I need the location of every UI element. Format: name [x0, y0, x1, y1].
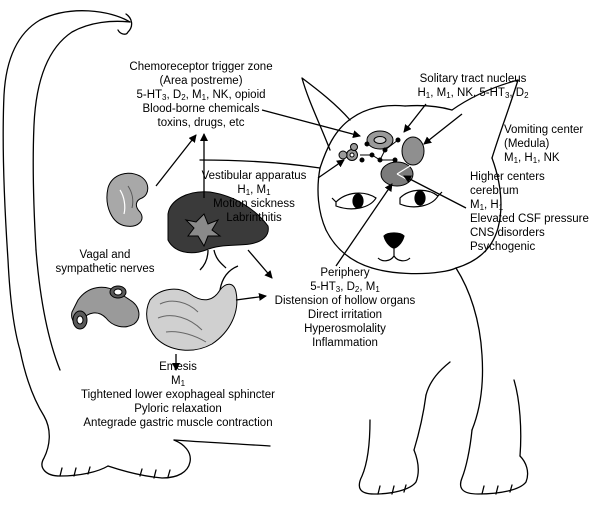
- label-line: Vagal and: [79, 249, 131, 261]
- label-line: (Area postreme): [159, 75, 243, 87]
- label-line: H1, M1: [237, 184, 271, 197]
- label-line: sympathetic nerves: [55, 263, 155, 275]
- label-line: Periphery: [320, 267, 370, 279]
- liver: [167, 191, 269, 254]
- label-line: Distension of hollow organs: [274, 295, 416, 307]
- label-line: H1, M1, NK, 5-HT3, D2: [417, 87, 529, 100]
- label-line: Hyperosmolality: [304, 323, 386, 335]
- label-line: Direct irritation: [307, 309, 383, 321]
- kidney: [106, 172, 149, 227]
- brain-lobe-2: [401, 136, 425, 166]
- cat-face: [331, 189, 443, 262]
- label-line: Labrinthitis: [226, 212, 282, 224]
- arrow-kidney-to-ctz: [155, 134, 197, 187]
- label-line: Blood-borne chemicals: [142, 103, 260, 115]
- cat-head: [319, 104, 406, 169]
- label-chemoreceptor-trigger-zone: Chemoreceptor trigger zone (Area postreme…: [96, 60, 306, 130]
- label-line: cerebrum: [470, 185, 519, 197]
- cat-front-leg-left: [358, 419, 419, 495]
- cat-chest: [455, 267, 484, 431]
- label-line: M1, H1, NK: [504, 152, 560, 165]
- label-vomiting-center: Vomiting center (Medula) M1, H1, NK: [504, 123, 583, 165]
- organs: [71, 172, 269, 351]
- label-line: Antegrade gastric muscle contraction: [83, 417, 273, 429]
- arrow-vomiting-to-brain: [423, 113, 463, 145]
- cat-ear-right: [451, 79, 519, 159]
- label-line: Pyloric relaxation: [134, 403, 222, 415]
- label-line: Psychogenic: [470, 241, 536, 253]
- label-line: Inflammation: [312, 337, 378, 349]
- arrow-solitary-to-brain: [403, 103, 427, 133]
- label-line: Tightened lower exophageal sphincter: [81, 389, 275, 401]
- cat-tail: [2, 10, 131, 351]
- stomach: [146, 283, 238, 351]
- label-line: Solitary tract nucleus: [419, 73, 527, 85]
- cat-back: [199, 159, 321, 169]
- label-line: Emesis: [159, 361, 197, 373]
- label-line: Chemoreceptor trigger zone: [129, 61, 273, 73]
- arrow-stomach-to-periphery: [235, 292, 267, 301]
- label-line: 5-HT3, D2, M1, NK, opioid: [136, 89, 266, 102]
- label-line: Motion sickness: [213, 198, 295, 210]
- label-line: M1, H1: [470, 199, 504, 212]
- label-line: Vomiting center: [504, 124, 584, 136]
- label-line: M1: [170, 375, 186, 388]
- label-line: 5-HT3, D2, M1: [310, 281, 380, 294]
- arrow-higher-to-brain: [403, 175, 467, 209]
- cat-ear-left: [301, 77, 351, 151]
- cat-outline: [2, 10, 529, 495]
- arrow-vestibular-to-brain: [317, 159, 345, 179]
- label-line: CNS disorders: [470, 227, 545, 239]
- pathway-arrows: [155, 103, 467, 371]
- label-line: Vestibular apparatus: [201, 170, 307, 182]
- arrow-ctz-to-brain: [261, 109, 361, 139]
- label-line: Elevated CSF pressure: [470, 213, 589, 225]
- label-line: toxins, drugs, etc: [157, 117, 245, 129]
- label-line: (Medula): [504, 138, 550, 150]
- arrow-periphery-to-brain: [335, 183, 393, 267]
- cat-nose: [383, 232, 405, 249]
- arrow-liver-to-periphery: [247, 249, 273, 279]
- cat-front-leg-right: [413, 394, 427, 451]
- brain-structures: [338, 130, 425, 187]
- label-vagal-sympathetic-nerves: Vagal and sympathetic nerves: [46, 248, 164, 276]
- label-line: Higher centers: [470, 171, 545, 183]
